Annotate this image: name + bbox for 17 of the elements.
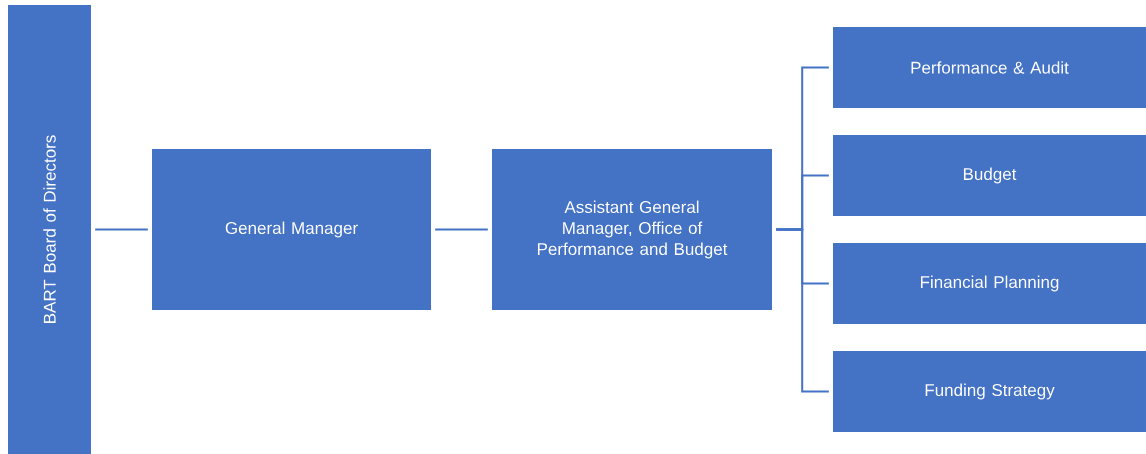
connector-line [434, 228, 489, 231]
node-label: Assistant General Manager, Office of Performance and Budget [537, 200, 728, 259]
node-label: Funding Strategy [925, 383, 1055, 400]
node-label: Budget [963, 167, 1017, 184]
node-label: Financial Planning [920, 275, 1059, 292]
connector-line [775, 228, 830, 393]
node-label: General Manager [225, 221, 358, 238]
org-box [833, 27, 1146, 108]
org-box [833, 243, 1146, 324]
org-box [833, 135, 1146, 216]
node-label: BART Board of Directors [43, 135, 56, 323]
node-label: Performance & Audit [911, 61, 1069, 74]
org-box [492, 149, 772, 310]
org-box [152, 149, 431, 310]
org-box [8, 5, 91, 454]
org-box [833, 351, 1146, 432]
connector-line [94, 228, 149, 231]
